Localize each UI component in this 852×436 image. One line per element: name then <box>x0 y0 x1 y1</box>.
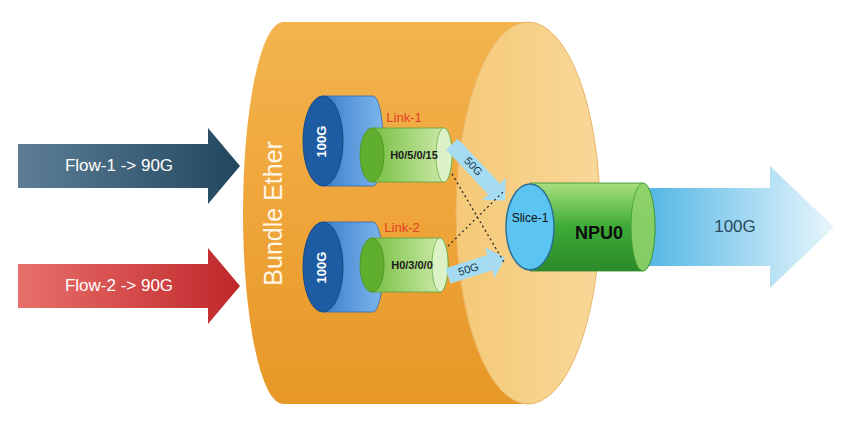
node-label: NPU0 <box>575 223 623 244</box>
flow-arrow-body <box>18 128 240 204</box>
port-face <box>303 222 343 312</box>
link-cylinder: Link-1H0/5/0/15 <box>360 128 452 182</box>
arrow-head <box>482 178 505 201</box>
node-label: Flow-1 -> 90G <box>65 156 173 176</box>
slice-face <box>506 184 554 270</box>
npu-end <box>631 183 655 271</box>
node-label: Slice-1 <box>512 212 549 226</box>
slice-ellipse-shape <box>505 183 555 271</box>
node-label: Flow-2 -> 90G <box>65 276 173 296</box>
dotted-link <box>452 174 505 264</box>
output-arrow-body <box>630 166 834 288</box>
arrow-shaft <box>448 263 490 276</box>
link-end <box>432 238 448 292</box>
link-face <box>360 238 384 292</box>
arrow-head <box>485 247 505 278</box>
arrow-shaft <box>452 144 494 189</box>
output-arrow: 100G <box>630 166 834 288</box>
node-label: 100G <box>316 125 331 157</box>
link-face <box>360 128 384 182</box>
dotted-line <box>452 174 505 264</box>
flow-arrow: Flow-2 -> 90G <box>18 248 240 324</box>
node-label: 100G <box>714 217 756 237</box>
node-label: Bundle Ether <box>259 141 288 286</box>
link-cylinder: Link-2H0/3/0/0 <box>360 238 448 292</box>
port-face <box>303 96 343 186</box>
bandwidth-arrow <box>452 144 506 200</box>
node-label: 100G <box>316 251 331 283</box>
dotted-link <box>448 190 505 246</box>
slice-ellipse: Slice-1 <box>505 183 555 271</box>
link-name: Link-2 <box>384 221 419 236</box>
dotted-line <box>448 190 505 246</box>
link-end <box>436 128 452 182</box>
npu-cylinder: NPU0 Slice-1 <box>505 183 655 271</box>
flow-arrow-body <box>18 248 240 324</box>
link-name: Link-1 <box>386 111 421 126</box>
node-label: H0/3/0/0 <box>391 259 433 272</box>
node-label: H0/5/0/15 <box>390 149 438 162</box>
bandwidth-arrow <box>448 247 505 278</box>
flow-arrow: Flow-1 -> 90G <box>18 128 240 204</box>
